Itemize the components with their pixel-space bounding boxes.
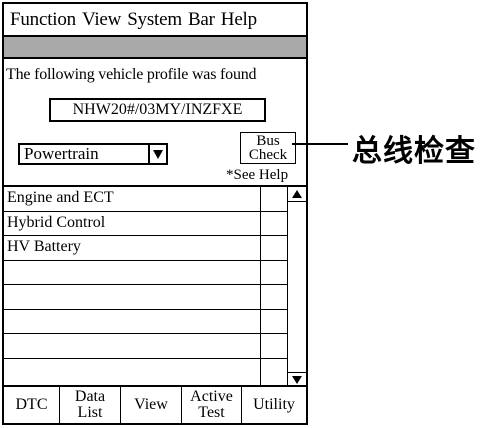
- bus-check-button[interactable]: Bus Check: [240, 132, 296, 164]
- tab-view[interactable]: View: [121, 387, 182, 423]
- tab-data-list[interactable]: Data List: [60, 387, 121, 423]
- chevron-down-icon: [153, 149, 163, 159]
- status-column: [260, 187, 288, 387]
- tab-dtc[interactable]: DTC: [4, 387, 60, 423]
- tab-utility[interactable]: Utility: [242, 387, 306, 423]
- list-item[interactable]: [4, 310, 260, 334]
- menu-bar-item[interactable]: Bar: [187, 8, 215, 30]
- tab-label: Active: [190, 388, 233, 405]
- list-item[interactable]: [4, 261, 260, 285]
- menu-function[interactable]: Function: [10, 8, 76, 30]
- list-item[interactable]: [4, 334, 260, 359]
- arrow-down-icon: [292, 376, 302, 384]
- list-item[interactable]: [4, 359, 260, 384]
- tab-label: Data: [74, 388, 106, 405]
- tab-label: DTC: [15, 396, 48, 413]
- menu-view[interactable]: View: [81, 8, 122, 30]
- menu-help[interactable]: Help: [220, 8, 257, 30]
- status-cell: [261, 310, 287, 334]
- list-item[interactable]: Engine and ECT: [4, 187, 260, 212]
- bottom-function-bar: DTC Data List View Active Test Utility: [4, 385, 306, 423]
- status-cell: [261, 285, 287, 310]
- tab-label: Test: [198, 404, 225, 421]
- tab-label: Utility: [253, 396, 295, 413]
- scroll-up-button[interactable]: [288, 187, 306, 202]
- select-dropdown-button[interactable]: [148, 145, 166, 163]
- status-cell: [261, 236, 287, 261]
- vehicle-code-box: NHW20#/03MY/INZFXE: [49, 98, 266, 122]
- profile-message: The following vehicle profile was found: [6, 66, 257, 83]
- list-item[interactable]: Hybrid Control: [4, 212, 260, 236]
- tab-label: List: [77, 404, 103, 421]
- scroll-down-button[interactable]: [288, 372, 306, 387]
- status-cell: [261, 334, 287, 359]
- system-select[interactable]: Powertrain: [18, 143, 168, 165]
- system-list: Engine and ECT Hybrid Control HV Battery: [4, 185, 306, 387]
- bus-check-label-1: Bus: [256, 133, 280, 149]
- tab-active-test[interactable]: Active Test: [182, 387, 242, 423]
- callout-leader-line: [292, 143, 348, 145]
- bus-check-label-2: Check: [248, 147, 288, 163]
- arrow-up-icon: [292, 190, 302, 198]
- see-help-note: *See Help: [226, 167, 289, 183]
- status-cell: [261, 261, 287, 285]
- list-item[interactable]: HV Battery: [4, 236, 260, 261]
- callout-label: 总线检查: [352, 134, 476, 169]
- list-item[interactable]: [4, 285, 260, 310]
- list-scrollbar[interactable]: [288, 187, 306, 387]
- system-select-value: Powertrain: [24, 144, 99, 163]
- title-bar: [4, 37, 306, 59]
- menu-system[interactable]: System: [127, 8, 182, 30]
- menu-bar: Function View System Bar Help: [4, 4, 306, 37]
- status-cell: [261, 212, 287, 236]
- tab-label: View: [134, 396, 168, 413]
- status-cell: [261, 187, 287, 212]
- scan-tool-screen: Function View System Bar Help The follow…: [2, 2, 308, 425]
